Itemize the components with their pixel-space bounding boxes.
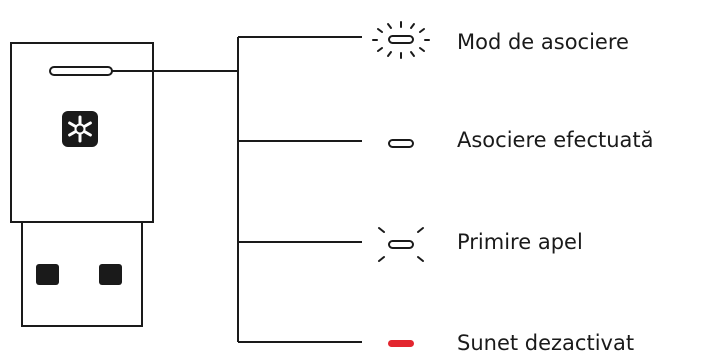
usb-receiver	[10, 42, 154, 327]
asterisk-icon	[62, 111, 98, 147]
label-incoming-call: Primire apel	[457, 230, 583, 254]
receiver-led	[49, 66, 113, 76]
indicator-solid-white	[388, 139, 414, 148]
indicator-pulsing	[372, 21, 430, 59]
indicator-solid-red	[388, 340, 414, 347]
indicator-flashing	[378, 227, 424, 262]
label-pairing-mode: Mod de asociere	[457, 30, 629, 54]
connector-lines	[112, 36, 362, 343]
label-paired: Asociere efectuată	[457, 128, 654, 152]
connector-hole-left	[36, 264, 59, 285]
connector-hole-right	[99, 264, 122, 285]
label-muted: Sunet dezactivat	[457, 331, 635, 355]
